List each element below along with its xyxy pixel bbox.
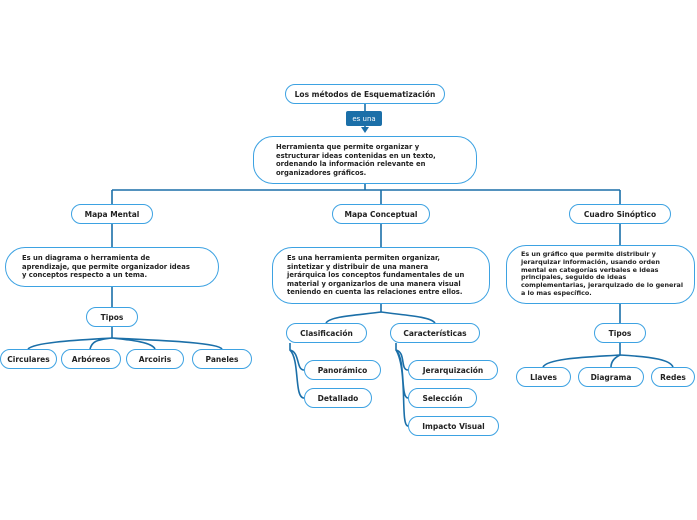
mapa-mental-node[interactable]: Mapa Mental [71,204,153,224]
mapa-conceptual-description[interactable]: Es una herramienta permiten organizar, s… [272,247,490,304]
classification-item[interactable]: Panorámico [304,360,381,380]
type-node[interactable]: Redes [651,367,695,387]
characteristic-item[interactable]: Impacto Visual [408,416,499,436]
root-node[interactable]: Los métodos de Esquematización [285,84,445,104]
classification-item[interactable]: Detallado [304,388,372,408]
characteristic-item[interactable]: Jerarquización [408,360,498,380]
arrow-down-icon [361,127,369,133]
type-node[interactable]: Llaves [516,367,571,387]
clasificacion-node[interactable]: Clasificación [286,323,367,343]
cuadro-sinoptico-node[interactable]: Cuadro Sinóptico [569,204,671,224]
type-node[interactable]: Circulares [0,349,57,369]
type-node[interactable]: Arbóreos [61,349,121,369]
link-label: es una [346,111,382,126]
mapa-mental-tipos-node[interactable]: Tipos [86,307,138,327]
cuadro-sinoptico-tipos-node[interactable]: Tipos [594,323,646,343]
mapa-conceptual-node[interactable]: Mapa Conceptual [332,204,430,224]
cuadro-sinoptico-description[interactable]: Es un gráfico que permite distribuir y j… [506,245,695,304]
characteristic-item[interactable]: Selección [408,388,477,408]
definition-node[interactable]: Herramienta que permite organizar y estr… [253,136,477,185]
mapa-mental-description[interactable]: Es un diagrama o herramienta de aprendiz… [5,247,219,287]
caracteristicas-node[interactable]: Características [390,323,480,343]
type-node[interactable]: Arcoiris [126,349,184,369]
type-node[interactable]: Paneles [192,349,252,369]
type-node[interactable]: Diagrama [578,367,644,387]
